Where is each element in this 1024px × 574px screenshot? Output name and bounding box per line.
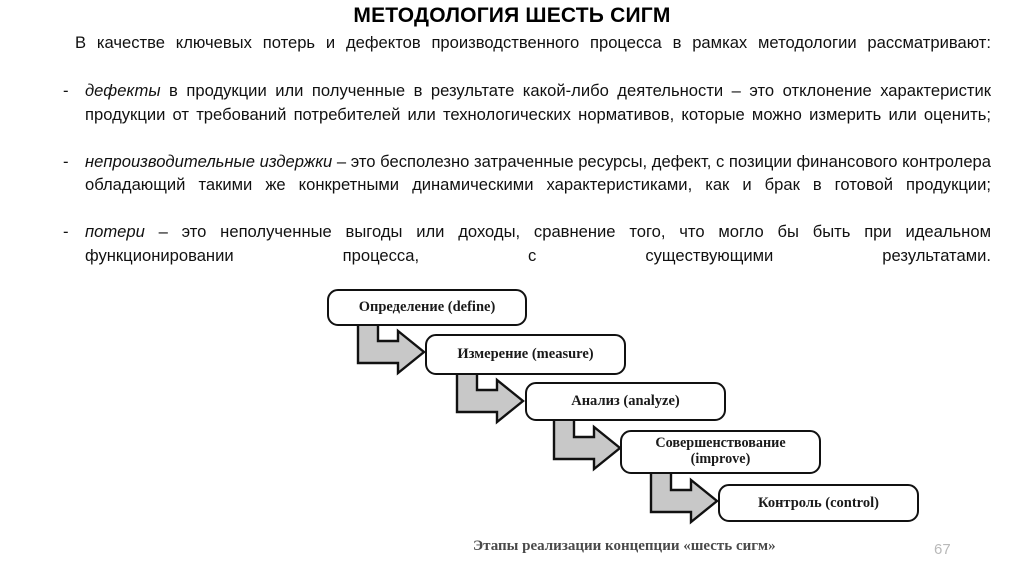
flow-step-measure[interactable]: Измерение (measure) — [425, 334, 626, 375]
flow-step-label-line2: (improve) — [690, 451, 751, 467]
flow-step-analyze[interactable]: Анализ (analyze) — [525, 382, 726, 421]
term-label: потери — [85, 222, 145, 241]
flow-step-define[interactable]: Определение (define) — [327, 289, 527, 326]
list-item: - дефекты в продукции или полученные в р… — [33, 79, 991, 150]
flow-step-label: Контроль (control) — [758, 494, 879, 511]
list-item-text: дефекты в продукции или полученные в рез… — [85, 81, 991, 147]
diagram-caption: Этапы реализации концепции «шесть сигм» — [473, 538, 776, 554]
flow-step-label-line1: Совершенствование — [655, 435, 786, 452]
elbow-arrow-icon — [552, 417, 622, 472]
elbow-arrow-icon — [649, 470, 719, 525]
list-item-text: потери – это неполученные выгоды или дох… — [85, 222, 991, 288]
term-description: – это неполученные выгоды или доходы, ср… — [85, 222, 991, 265]
flow-step-label: Анализ (analyze) — [571, 393, 680, 410]
dash-marker: - — [63, 222, 69, 241]
list-item-text: непроизводительные издержки – это беспол… — [85, 152, 991, 218]
dash-marker: - — [63, 151, 69, 171]
list-item: - потери – это неполученные выгоды или д… — [33, 220, 991, 291]
list-item: - непроизводительные издержки – это бесп… — [33, 150, 991, 221]
flow-step-label: Совершенствование (improve) — [655, 435, 786, 468]
flow-step-label: Измерение (measure) — [457, 346, 594, 363]
loss-types-list: - дефекты в продукции или полученные в р… — [33, 79, 991, 291]
page-title: МЕТОДОЛОГИЯ ШЕСТЬ СИГМ — [353, 4, 671, 27]
term-label: дефекты — [85, 81, 161, 100]
dash-marker: - — [63, 81, 69, 100]
elbow-arrow-icon — [356, 322, 426, 376]
lead-paragraph: В качестве ключевых потерь и дефектов пр… — [75, 33, 991, 52]
term-description: – это бесполезно затраченные ресурсы, де… — [85, 151, 992, 195]
term-description: в продукции или полученные в результате … — [85, 81, 991, 124]
elbow-arrow-icon — [455, 371, 525, 425]
flow-step-improve[interactable]: Совершенствование (improve) — [620, 430, 821, 474]
page-number: 67 — [934, 541, 951, 558]
flow-step-label: Определение (define) — [358, 299, 496, 316]
body-text-block: В качестве ключевых потерь и дефектов пр… — [33, 31, 991, 291]
flow-step-control[interactable]: Контроль (control) — [718, 484, 919, 522]
term-label: непроизводительные издержки — [85, 151, 333, 171]
